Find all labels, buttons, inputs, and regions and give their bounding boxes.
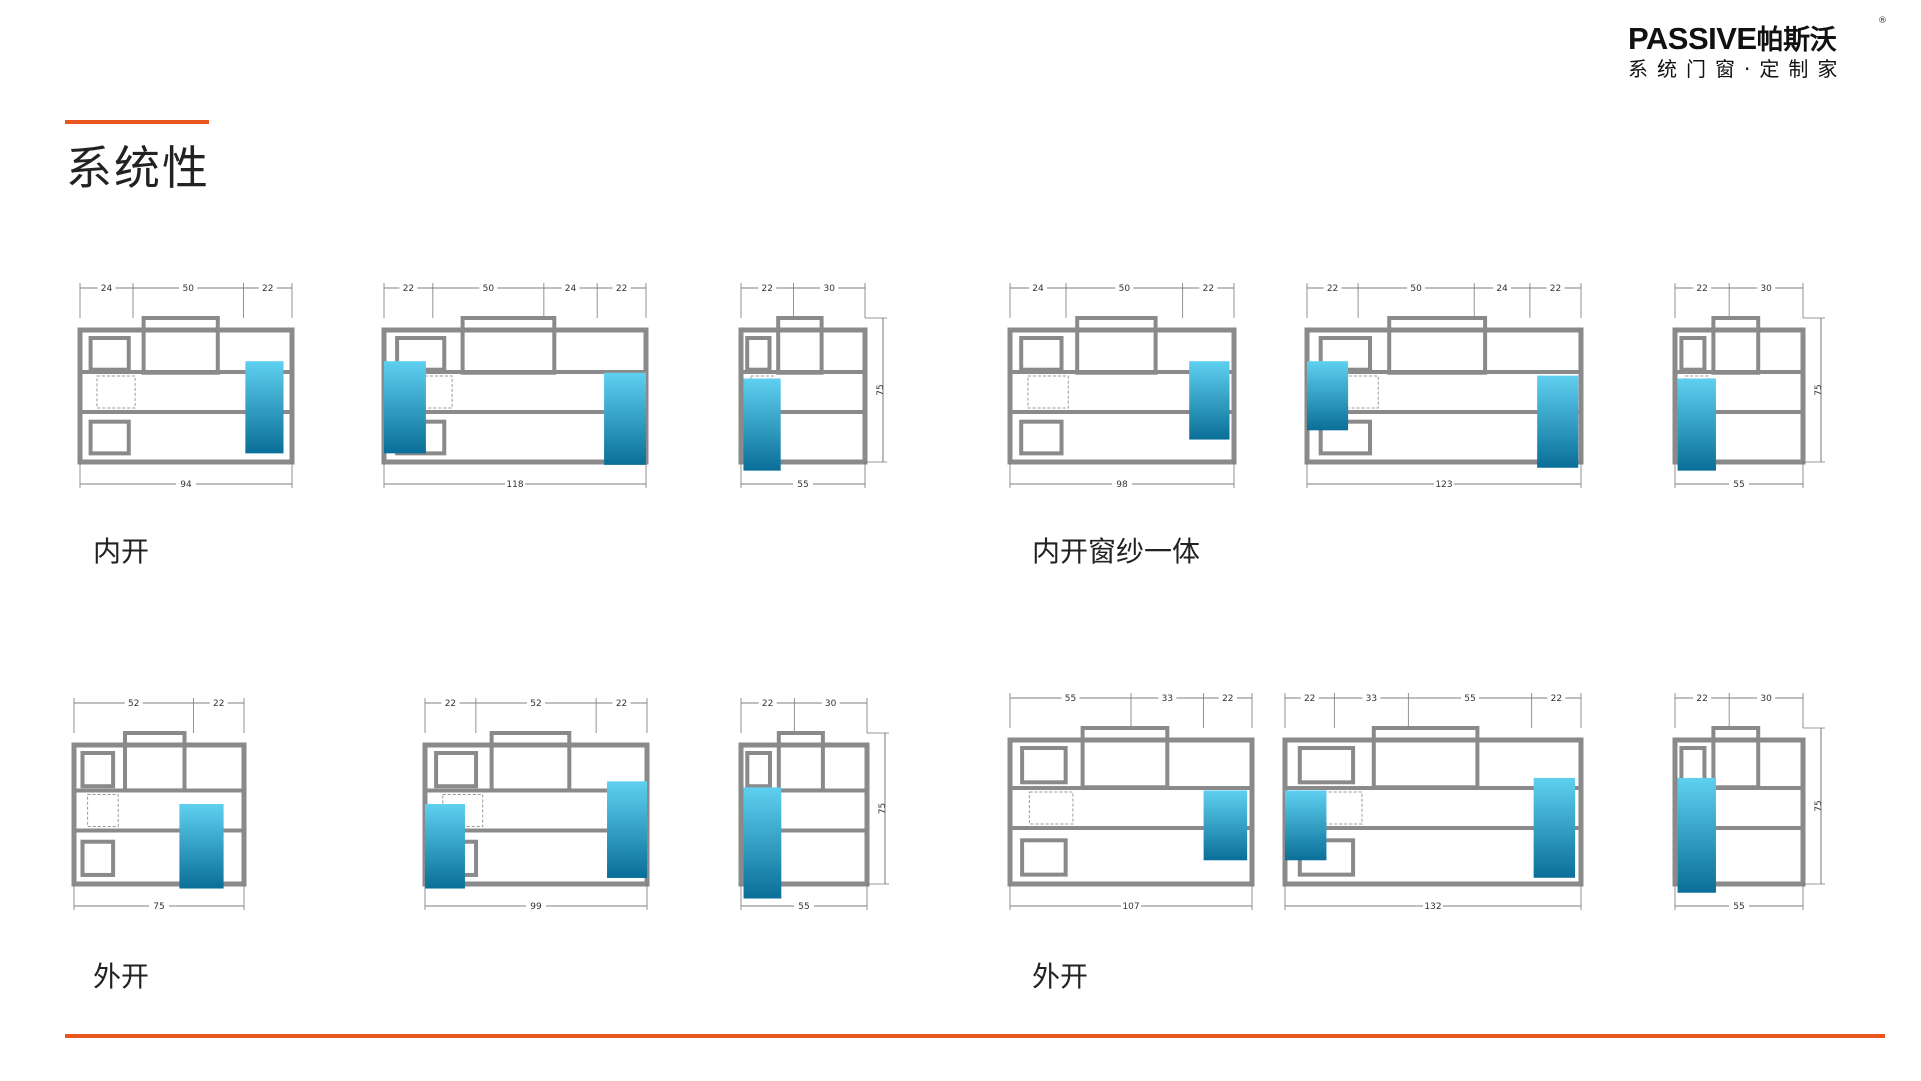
dimension-label: 30	[1760, 284, 1772, 294]
dimension-label: 22	[445, 699, 456, 709]
dimension-label: 75	[153, 902, 164, 912]
dimension-label: 30	[1760, 694, 1772, 704]
profile-section-diagram: 22 30 55 75	[738, 270, 887, 498]
page-title: 系统性	[66, 141, 210, 195]
dimension-label: 22	[1222, 694, 1233, 704]
dimension-label: 30	[825, 699, 837, 709]
profile-section-diagram: 24 50 22 94	[77, 270, 295, 498]
dimension-label: 107	[1122, 902, 1139, 912]
glass-pane	[743, 787, 782, 899]
dimension-label: 55	[1464, 694, 1475, 704]
dimension-label: 22	[213, 699, 224, 709]
glass-pane	[425, 803, 465, 889]
section-label-outward-right: 外开	[1032, 960, 1089, 993]
dimension-label: 33	[1162, 694, 1173, 704]
brand-name-cn: 帕斯沃	[1756, 25, 1837, 56]
dimension-label: 75	[878, 803, 888, 814]
glass-pane	[179, 803, 224, 889]
glass-pane	[1285, 790, 1327, 861]
profile-section-diagram: 22 50 24 22 118	[381, 270, 649, 498]
dimension-label: 22	[1551, 694, 1562, 704]
dimension-label: 24	[1032, 284, 1044, 294]
registered-mark: ®	[1878, 16, 1887, 26]
brand-logo: PASSIVE帕斯沃 ® 系统门窗·定制家	[1628, 16, 1888, 81]
glass-pane	[1677, 777, 1716, 893]
dimension-label: 22	[616, 699, 627, 709]
dimension-label: 75	[1814, 384, 1824, 395]
dimension-label: 118	[506, 480, 523, 490]
brand-name: PASSIVE帕斯沃	[1628, 18, 1837, 57]
glass-pane	[1203, 790, 1248, 861]
glass-pane	[743, 378, 781, 471]
dimension-label: 55	[1733, 902, 1744, 912]
dimension-label: 132	[1424, 902, 1441, 912]
dimension-label: 22	[762, 284, 773, 294]
glass-pane	[1189, 361, 1230, 440]
dimension-label: 30	[824, 284, 836, 294]
dimension-label: 55	[798, 902, 809, 912]
title-accent-rule	[65, 120, 209, 124]
profile-section-diagram: 24 50 22 98	[1007, 270, 1237, 498]
profile-section-diagram: 55 33 22 107	[1007, 680, 1255, 920]
dimension-label: 22	[1696, 284, 1707, 294]
glass-pane	[1677, 378, 1716, 471]
glass-pane	[604, 372, 646, 465]
dimension-label: 55	[1065, 694, 1076, 704]
profile-section-diagram: 22 30 55 75	[1672, 680, 1825, 920]
brand-name-en: PASSIVE	[1628, 21, 1757, 56]
dimension-label: 22	[1696, 694, 1707, 704]
dimension-label: 123	[1435, 480, 1452, 490]
dimension-label: 75	[1814, 800, 1824, 811]
profile-section-diagram: 52 22 75	[71, 685, 247, 920]
profile-section-diagram: 22 30 55 75	[738, 685, 889, 920]
dimension-label: 22	[1203, 284, 1214, 294]
dimension-label: 22	[403, 284, 414, 294]
profile-section-diagram: 22 33 55 22 132	[1282, 680, 1584, 920]
dimension-label: 94	[180, 480, 192, 490]
dimension-label: 50	[1119, 284, 1131, 294]
dimension-label: 24	[101, 284, 113, 294]
dimension-label: 22	[1327, 284, 1338, 294]
dimension-label: 75	[876, 384, 886, 395]
profile-section-diagram: 22 50 24 22 123	[1304, 270, 1584, 498]
section-label-inward-screen: 内开窗纱一体	[1032, 535, 1201, 568]
dimension-label: 55	[797, 480, 808, 490]
glass-pane	[245, 361, 284, 454]
dimension-label: 52	[530, 699, 541, 709]
dimension-label: 22	[1550, 284, 1561, 294]
dimension-label: 99	[530, 902, 542, 912]
dimension-label: 22	[1304, 694, 1315, 704]
glass-pane	[1537, 375, 1579, 468]
glass-pane	[384, 361, 426, 454]
section-label-outward-left: 外开	[93, 960, 150, 993]
dimension-label: 50	[483, 284, 495, 294]
dimension-label: 22	[262, 284, 273, 294]
profile-section-diagram: 22 52 22 99	[422, 685, 650, 920]
dimension-label: 98	[1116, 480, 1128, 490]
dimension-label: 22	[616, 284, 627, 294]
dimension-label: 24	[1496, 284, 1508, 294]
dimension-label: 52	[128, 699, 139, 709]
dimension-label: 22	[762, 699, 773, 709]
brand-tagline: 系统门窗·定制家	[1628, 57, 1847, 81]
footer-accent-rule	[65, 1034, 1885, 1038]
glass-pane	[1307, 361, 1349, 431]
dimension-label: 55	[1733, 480, 1744, 490]
dimension-label: 33	[1366, 694, 1377, 704]
dimension-label: 24	[565, 284, 577, 294]
dimension-label: 50	[1410, 284, 1422, 294]
glass-pane	[607, 781, 647, 878]
glass-pane	[1533, 777, 1576, 878]
section-label-inward: 内开	[93, 535, 150, 568]
dimension-label: 50	[182, 284, 194, 294]
profile-section-diagram: 22 30 55 75	[1672, 270, 1825, 498]
